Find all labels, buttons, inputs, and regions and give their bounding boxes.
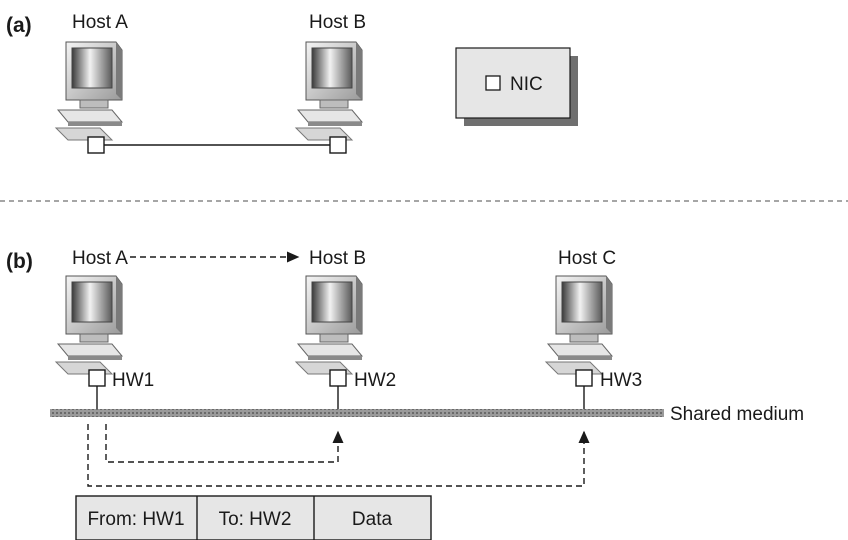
panel-b-tag: (b) — [6, 250, 33, 273]
frame-path-to-hw2 — [105, 424, 344, 463]
frame-to-field: To: HW2 — [219, 509, 292, 530]
panel-b-host-a-label: Host A — [72, 248, 128, 269]
computer-icon — [545, 275, 613, 375]
nic-legend: NIC — [455, 47, 578, 126]
computer-icon — [295, 41, 363, 141]
nic-icon — [329, 369, 347, 387]
nic-legend-label: NIC — [510, 74, 543, 95]
panel-a-tag: (a) — [6, 14, 32, 37]
computer-icon — [55, 41, 123, 141]
frame-path-to-hw3 — [87, 424, 590, 487]
nic-icon — [88, 369, 106, 387]
hw1-label: HW1 — [112, 370, 154, 391]
panel-a-host-a-label: Host A — [72, 12, 128, 33]
shared-medium-label: Shared medium — [670, 404, 804, 425]
nic-icon — [575, 369, 593, 387]
nic-icon — [329, 136, 347, 154]
panel-b-host-b-label: Host B — [309, 248, 366, 269]
panel-b-host-c-label: Host C — [558, 248, 616, 269]
frame: From: HW1 To: HW2 Data — [75, 495, 432, 540]
shared-medium-bus — [50, 409, 664, 417]
panel-a-host-b-label: Host B — [309, 12, 366, 33]
nic-legend-icon — [485, 75, 501, 91]
hw2-label: HW2 — [354, 370, 396, 391]
frame-from-field: From: HW1 — [87, 509, 184, 530]
hw3-label: HW3 — [600, 370, 642, 391]
frame-data-field: Data — [352, 509, 393, 530]
nic-icon — [87, 136, 105, 154]
computer-icon — [55, 275, 123, 375]
computer-icon — [295, 275, 363, 375]
